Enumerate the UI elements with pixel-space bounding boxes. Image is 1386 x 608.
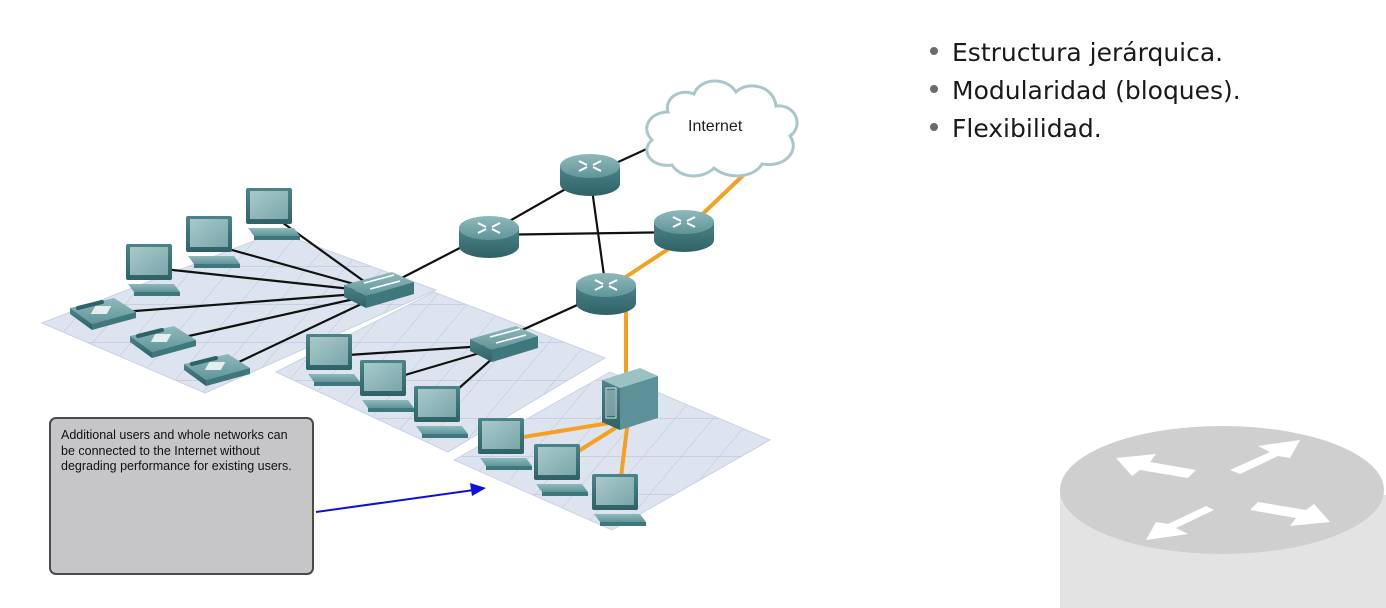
bullet-dot-icon bbox=[930, 123, 938, 131]
computer-icon bbox=[126, 244, 180, 296]
floor-panel-3 bbox=[452, 371, 772, 531]
computer-icon bbox=[592, 474, 646, 526]
callout-box: Additional users and whole networks can … bbox=[49, 417, 314, 575]
cloud-label: Internet bbox=[688, 118, 743, 135]
bullet-item: Modularidad (bloques). bbox=[930, 72, 1241, 110]
computer-icon bbox=[360, 360, 414, 412]
bullet-text: Modularidad (bloques). bbox=[952, 76, 1241, 105]
router-icon bbox=[576, 273, 636, 315]
computer-icon bbox=[306, 334, 360, 386]
router-icon bbox=[459, 216, 519, 258]
switch-icon bbox=[344, 272, 414, 308]
callout-text: Additional users and whole networks can … bbox=[61, 428, 292, 474]
server-icon bbox=[602, 368, 658, 430]
computer-icon bbox=[186, 216, 240, 268]
callout-arrow bbox=[315, 483, 486, 513]
internet-cloud: Internet bbox=[645, 79, 799, 178]
bullet-dot-icon bbox=[930, 85, 938, 93]
router-icon bbox=[560, 154, 620, 196]
bullet-text: Flexibilidad. bbox=[952, 114, 1102, 143]
bullet-text: Estructura jerárquica. bbox=[952, 38, 1224, 67]
computer-icon bbox=[534, 444, 588, 496]
computer-icon bbox=[478, 418, 532, 470]
floor-panels bbox=[40, 231, 772, 531]
switch-icon bbox=[470, 326, 538, 362]
computer-icon bbox=[414, 386, 468, 438]
ip-phone-icon bbox=[184, 354, 250, 386]
bullet-list: Estructura jerárquica. Modularidad (bloq… bbox=[930, 34, 1241, 148]
ip-phone-icon bbox=[70, 298, 136, 330]
bullet-dot-icon bbox=[930, 47, 938, 55]
computer-icon bbox=[246, 188, 300, 240]
ip-phone-icon bbox=[130, 326, 196, 358]
bullet-item: Flexibilidad. bbox=[930, 110, 1241, 148]
bullet-item: Estructura jerárquica. bbox=[930, 34, 1241, 72]
router-icon bbox=[654, 210, 714, 252]
